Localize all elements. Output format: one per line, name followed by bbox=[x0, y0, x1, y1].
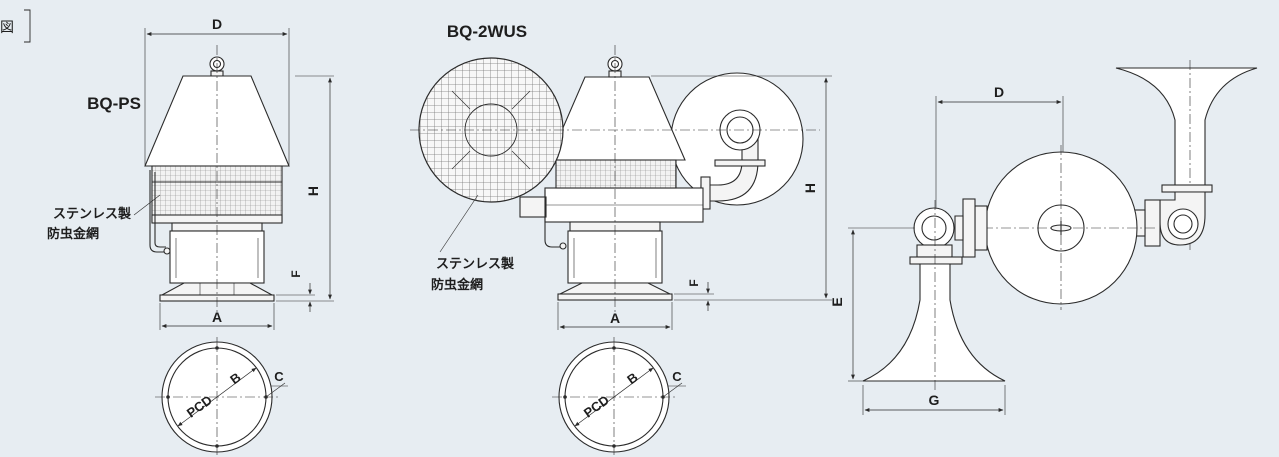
bq-ps-flange-plan: PCD B C bbox=[155, 337, 288, 457]
mesh-note-ps-line2: 防虫金網 bbox=[47, 226, 99, 242]
dim-label-a-ps: A bbox=[212, 309, 222, 325]
bq-2wus-flange-plan: PCD B C bbox=[552, 337, 686, 457]
corner-mark: 図 bbox=[0, 9, 31, 43]
dim-label-c-2wus: C bbox=[672, 369, 682, 384]
model-label-bq-2wus: BQ-2WUS bbox=[447, 22, 527, 41]
dim-label-f-ps: F bbox=[289, 270, 303, 277]
mesh-note-ps-line1: ステンレス製 bbox=[53, 206, 131, 222]
dim-label-d-ps: D bbox=[212, 16, 222, 32]
dim-label-d-side: D bbox=[994, 84, 1004, 100]
dim-label-h-ps: H bbox=[305, 186, 321, 196]
dim-label-a-2wus: A bbox=[610, 310, 620, 326]
dim-label-f-2wus: F bbox=[687, 279, 701, 286]
corner-mark-text: 図 bbox=[0, 20, 14, 36]
dim-label-c-ps: C bbox=[274, 369, 284, 384]
mesh-note-2wus-line2: 防虫金網 bbox=[431, 277, 483, 293]
bq-ps-elevation: BQ-PS D H bbox=[47, 16, 334, 330]
side-view-horns: D E bbox=[829, 60, 1258, 415]
dim-label-h-2wus: H bbox=[802, 183, 818, 193]
dim-label-g: G bbox=[929, 392, 940, 408]
bq-2wus-elevation: BQ-2WUS bbox=[410, 22, 832, 330]
mesh-note-2wus-line1: ステンレス製 bbox=[436, 256, 514, 272]
model-label-bq-ps: BQ-PS bbox=[87, 94, 141, 113]
dim-label-e: E bbox=[829, 297, 845, 306]
